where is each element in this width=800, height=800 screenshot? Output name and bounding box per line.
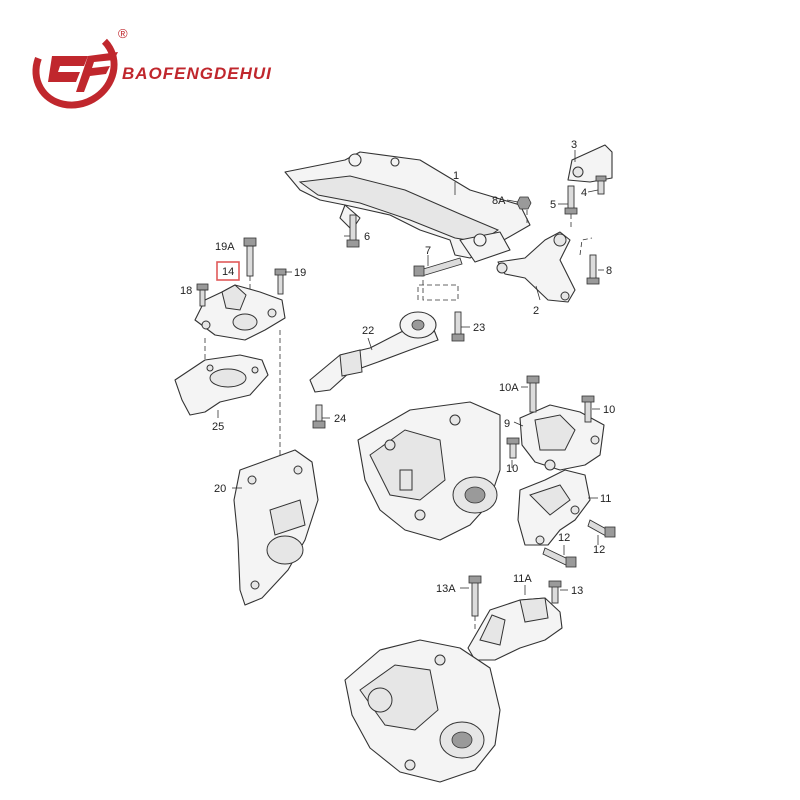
bracket-20 — [233, 449, 319, 606]
bolt-4 — [595, 175, 607, 195]
registered-mark: ® — [118, 26, 128, 41]
logo-f-shape — [76, 52, 118, 92]
callout-6: 6 — [364, 231, 370, 243]
callout-13: 13 — [571, 585, 583, 597]
callout-8a: 8A — [492, 195, 506, 207]
gearbox-lower — [344, 639, 501, 783]
callout-19: 19 — [294, 267, 306, 279]
callout-24: 24 — [334, 413, 346, 425]
callout-2: 2 — [533, 305, 539, 317]
brand-logo: ® — [32, 26, 128, 109]
gearbox-mount-9 — [519, 404, 605, 471]
callout-12-a: 12 — [558, 532, 570, 544]
bolt-12b — [587, 519, 616, 538]
callout-23: 23 — [473, 322, 485, 334]
bolt-7 — [413, 257, 463, 277]
callout-10-mid: 10 — [506, 463, 518, 475]
logo-b-shape — [48, 56, 88, 82]
nut-8a — [516, 196, 532, 210]
bolt-10a — [526, 375, 540, 413]
callout-8: 8 — [606, 265, 612, 277]
bolt-19a — [243, 237, 257, 277]
callout-4: 4 — [581, 187, 587, 199]
bolt-5 — [564, 185, 578, 215]
callout-20: 20 — [214, 483, 226, 495]
callout-10a: 10A — [499, 382, 519, 394]
callout-5: 5 — [550, 199, 556, 211]
callout-13a: 13A — [436, 583, 456, 595]
gearbox-upper — [357, 401, 501, 541]
bracket-11 — [517, 469, 591, 546]
bolt-8 — [586, 254, 600, 285]
bolt-13a — [468, 575, 482, 617]
engine-mount-14 — [194, 284, 286, 341]
callout-3: 3 — [571, 139, 577, 151]
bolt-10-top — [581, 395, 595, 423]
bolt-24 — [312, 404, 326, 429]
callout-12-b: 12 — [593, 544, 605, 556]
callout-1: 1 — [453, 170, 459, 182]
bolt-6 — [346, 214, 360, 248]
callout-7: 7 — [425, 245, 431, 257]
bracket-3 — [567, 144, 613, 183]
bolt-13 — [548, 580, 562, 604]
highlight-box-14 — [216, 261, 240, 281]
brand-name: BAOFENGDEHUI — [122, 64, 272, 83]
callout-9: 9 — [504, 418, 510, 430]
bracket-11a — [467, 597, 563, 661]
bolt-12a — [542, 547, 577, 568]
bolt-23 — [451, 311, 465, 342]
subframe — [284, 151, 531, 263]
callout-22: 22 — [362, 325, 374, 337]
callout-25: 25 — [212, 421, 224, 433]
bolt-19 — [274, 268, 287, 295]
callout-14: 14 — [222, 266, 234, 278]
callout-11a: 11A — [513, 573, 532, 585]
callout-18: 18 — [180, 285, 192, 297]
bolt-10-mid — [506, 437, 520, 459]
logo-swoosh-outer — [32, 27, 118, 109]
callout-10-top: 10 — [603, 404, 615, 416]
callout-19a: 19A — [215, 241, 235, 253]
callout-11: 11 — [600, 493, 611, 505]
support-plate-25 — [174, 354, 269, 416]
pendulum-support-22 — [309, 311, 439, 393]
control-arm — [496, 231, 576, 303]
